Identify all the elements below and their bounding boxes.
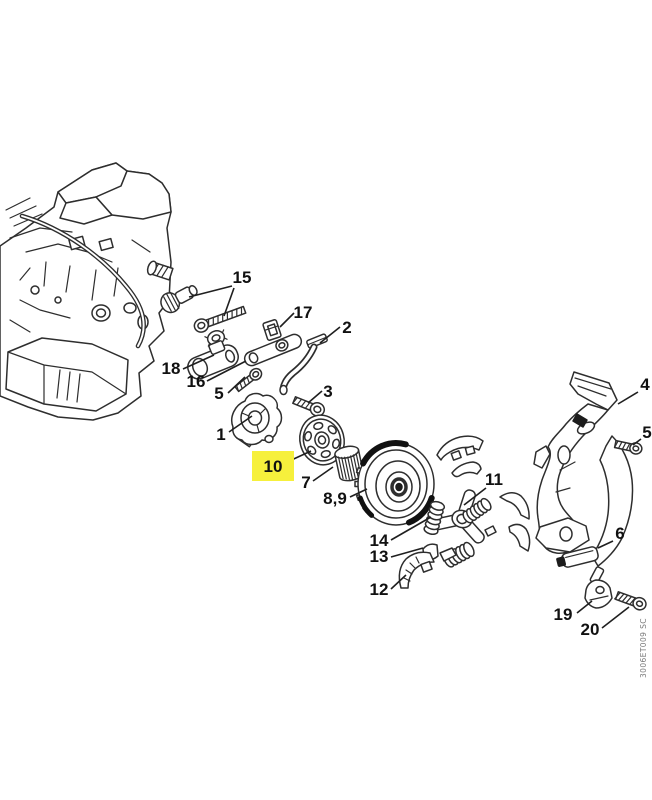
screw-20 bbox=[614, 591, 647, 611]
callout-1: 1 bbox=[216, 425, 225, 444]
callout-14: 14 bbox=[370, 531, 389, 550]
leader-line bbox=[307, 390, 323, 404]
highlight-box bbox=[252, 451, 294, 481]
retainer-clip bbox=[262, 319, 282, 341]
screw-5-right bbox=[613, 439, 643, 455]
leader-line bbox=[463, 487, 487, 506]
callout-18: 18 bbox=[162, 359, 181, 378]
pump-lever-plate bbox=[243, 333, 303, 367]
leader-line bbox=[349, 488, 368, 498]
callout-20: 20 bbox=[581, 620, 600, 639]
leader-line bbox=[576, 600, 593, 614]
leader-line bbox=[223, 287, 235, 317]
brake-lever-assembly bbox=[533, 371, 634, 567]
callout-10: 10 bbox=[264, 457, 283, 476]
callout-5-right: 5 bbox=[642, 423, 651, 442]
clutch-drum-sprocket bbox=[354, 440, 435, 526]
callout-7: 7 bbox=[301, 473, 310, 492]
leader-line bbox=[228, 415, 253, 433]
callout-15: 15 bbox=[233, 268, 252, 287]
clutch-spring-mid bbox=[462, 497, 492, 524]
engine-block-drawing bbox=[0, 162, 174, 421]
leader-line bbox=[390, 547, 424, 558]
oil-pump-body bbox=[187, 329, 239, 380]
clutch-washer-plate bbox=[299, 414, 345, 466]
leader-line bbox=[632, 438, 642, 446]
callout-11: 11 bbox=[485, 470, 503, 489]
leader-line bbox=[390, 516, 432, 541]
clutch-shoe-top bbox=[436, 435, 484, 478]
callout-6: 6 bbox=[615, 524, 624, 543]
oil-hose bbox=[279, 333, 328, 396]
callout-2: 2 bbox=[342, 318, 351, 337]
leader-line bbox=[319, 326, 341, 344]
leader-line bbox=[597, 540, 614, 549]
pump-screw bbox=[234, 367, 263, 393]
oil-pump-worm-gear bbox=[160, 285, 198, 314]
clutch-shoe-right bbox=[477, 492, 531, 552]
callout-4: 4 bbox=[640, 375, 650, 394]
bumper-strip bbox=[556, 546, 599, 568]
leader-line bbox=[188, 285, 233, 298]
leader-line bbox=[182, 354, 215, 370]
pump-drive-carrier bbox=[231, 392, 283, 448]
diagram-code-vertical: 3006ET009 SC bbox=[639, 618, 648, 678]
callout-12: 12 bbox=[370, 580, 389, 599]
callout-19: 19 bbox=[554, 605, 573, 624]
clutch-spider-hub bbox=[431, 489, 485, 544]
leader-line bbox=[279, 312, 295, 328]
leader-line bbox=[227, 376, 246, 394]
callout-17: 17 bbox=[294, 303, 313, 322]
clutch-shoe-12 bbox=[398, 551, 435, 589]
callout-3: 3 bbox=[323, 382, 332, 401]
callout-8-9: 8,9 bbox=[323, 489, 347, 508]
leader-line bbox=[206, 360, 247, 382]
leader-line bbox=[312, 466, 334, 482]
oil-pump-spring-screw bbox=[193, 305, 247, 333]
chain-catcher bbox=[584, 566, 613, 609]
leader-line bbox=[601, 606, 630, 629]
callout-13: 13 bbox=[370, 547, 389, 566]
callout-16: 16 bbox=[187, 372, 206, 391]
leader-line bbox=[617, 391, 639, 405]
callout-5-left: 5 bbox=[214, 384, 223, 403]
leader-line bbox=[390, 574, 407, 590]
